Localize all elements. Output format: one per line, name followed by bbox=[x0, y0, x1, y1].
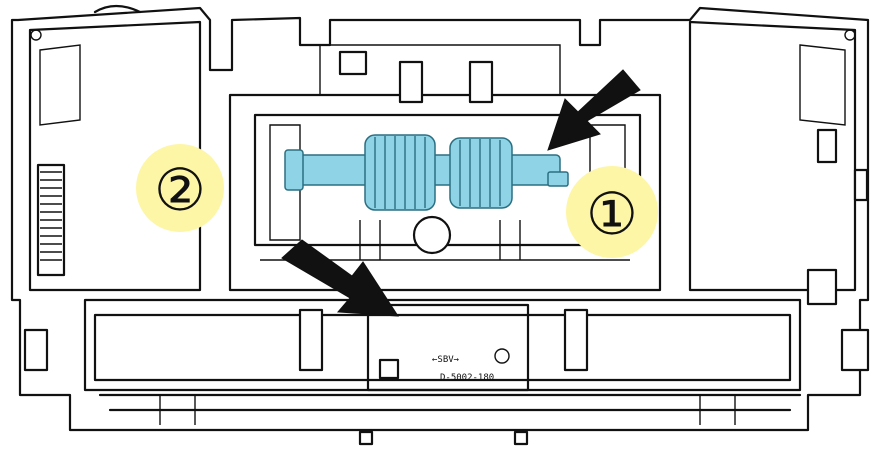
plate-label-line2: D-5002-180 bbox=[440, 373, 494, 383]
plate-label-line1: ←SBV→ bbox=[432, 355, 460, 365]
step-two-label: ② bbox=[154, 156, 206, 224]
outer-frame bbox=[10, 4, 870, 432]
left-gear-strip bbox=[36, 163, 66, 277]
step-two-marker: ② bbox=[136, 144, 224, 232]
pickup-roller bbox=[284, 134, 569, 255]
arrow-pointing-left-down-icon bbox=[547, 69, 641, 151]
lower-tray bbox=[23, 298, 870, 446]
right-side-panel bbox=[806, 128, 869, 306]
part-plate: ←SBV→ D-5002-180 bbox=[432, 348, 510, 383]
central-chassis bbox=[228, 44, 662, 292]
step-one-marker: ① bbox=[566, 166, 658, 258]
step-one-label: ① bbox=[586, 180, 638, 248]
arrow-pointing-right-down-icon bbox=[281, 239, 399, 317]
